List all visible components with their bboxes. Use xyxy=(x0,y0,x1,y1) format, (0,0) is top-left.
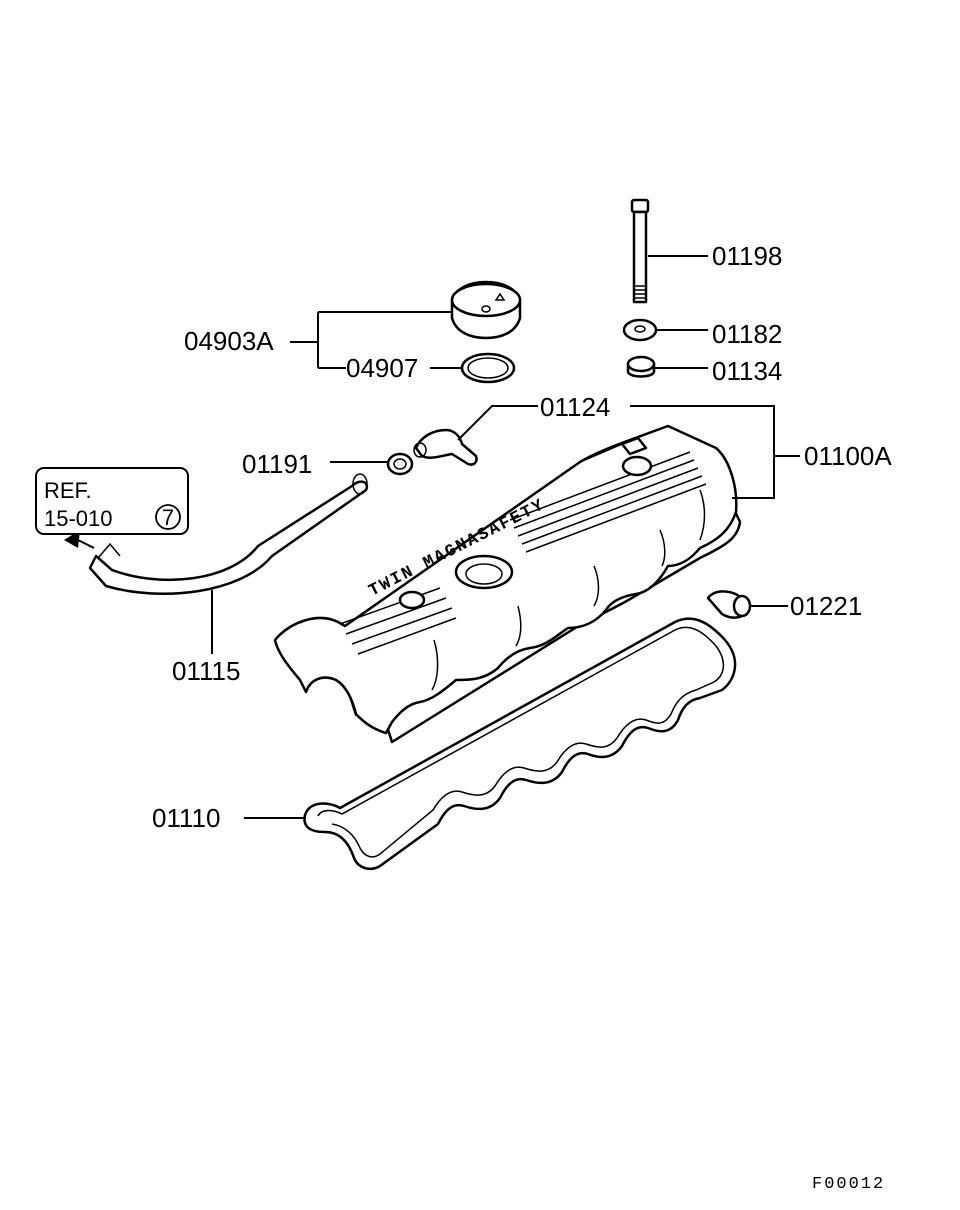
label-01134: 01134 xyxy=(712,356,782,386)
washer[interactable] xyxy=(622,318,658,342)
label-04907: 04907 xyxy=(346,353,418,383)
label-01100A: 01100A xyxy=(804,441,892,471)
grommet[interactable] xyxy=(626,355,656,378)
cover-bolt[interactable] xyxy=(630,198,650,304)
ventilation-hose[interactable] xyxy=(88,473,369,595)
label-01115: 01115 xyxy=(172,656,240,686)
label-01124: 01124 xyxy=(540,392,610,422)
rocker-cover-gasket[interactable] xyxy=(303,617,737,870)
breather-elbow[interactable] xyxy=(413,428,478,466)
oil-filler-cap[interactable] xyxy=(450,280,522,340)
reference-section: 15-010 xyxy=(44,506,113,531)
filler-cap-o-ring[interactable] xyxy=(460,352,516,384)
label-04903A: 04903A xyxy=(184,326,274,356)
label-01221: 01221 xyxy=(790,591,862,621)
label-01110: 01110 xyxy=(152,803,220,833)
figure-code: F00012 xyxy=(812,1175,885,1194)
label-01198: 01198 xyxy=(712,241,782,271)
reference-circle-number: 7 xyxy=(162,505,174,530)
camshaft-plug[interactable] xyxy=(706,590,752,619)
oil-filler-neck[interactable] xyxy=(454,554,514,590)
leader-lines xyxy=(211,255,800,819)
reference-label: REF. xyxy=(44,478,92,503)
label-01191: 01191 xyxy=(242,449,312,479)
hose-clamp[interactable] xyxy=(386,452,414,476)
label-01182: 01182 xyxy=(712,319,782,349)
reference-box[interactable]: REF. 15-010 7 xyxy=(35,467,189,535)
